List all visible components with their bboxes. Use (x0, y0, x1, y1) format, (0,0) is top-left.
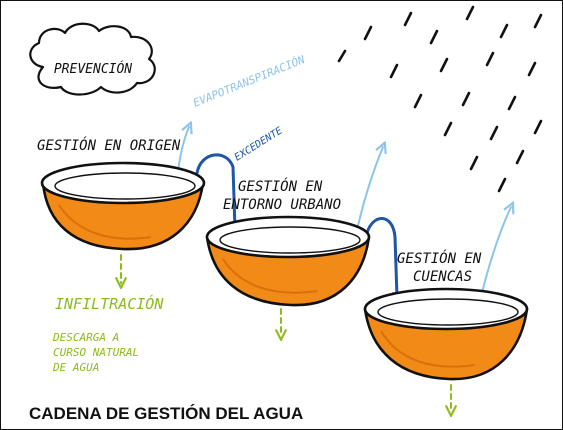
excess-label: EXCEDENTE (233, 126, 285, 164)
discharge-label-line1: DESCARGA A (52, 331, 119, 344)
cloud-icon (29, 22, 156, 96)
bowl-icon (363, 287, 529, 381)
excess-flow-arrows (195, 153, 402, 302)
discharge-label-line2: CURSO NATURAL (53, 346, 139, 359)
diagram-title: CADENA DE GESTIÓN DEL AGUA (29, 404, 303, 423)
flow-arrow-urban-to-basin (365, 217, 402, 302)
cloud-label: PREVENCIÓN (54, 61, 132, 77)
origin-label: GESTIÓN EN ORIGEN (37, 136, 181, 154)
rain-icon (337, 5, 543, 193)
infiltration-label: INFILTRACIÓN (55, 294, 164, 313)
flow-arrow-origin-to-urban (195, 153, 240, 234)
bowl-urban (205, 215, 371, 307)
bowl-icon (40, 161, 206, 251)
bowl-basin (363, 287, 529, 381)
bowl-origin (40, 161, 206, 251)
bowl-icon (205, 215, 371, 307)
basin-label-line1: GESTIÓN EN (397, 249, 482, 267)
urban-label-line2: ENTORNO URBANO (223, 197, 341, 213)
discharge-label-line3: DE AGUA (52, 361, 99, 374)
evapotranspiration-label: EVAPOTRANSPIRACIÓN (191, 53, 307, 110)
infiltration-arrows (121, 254, 451, 411)
basin-label-line2: CUENCAS (413, 269, 472, 285)
urban-label-line1: GESTIÓN EN (238, 177, 323, 195)
